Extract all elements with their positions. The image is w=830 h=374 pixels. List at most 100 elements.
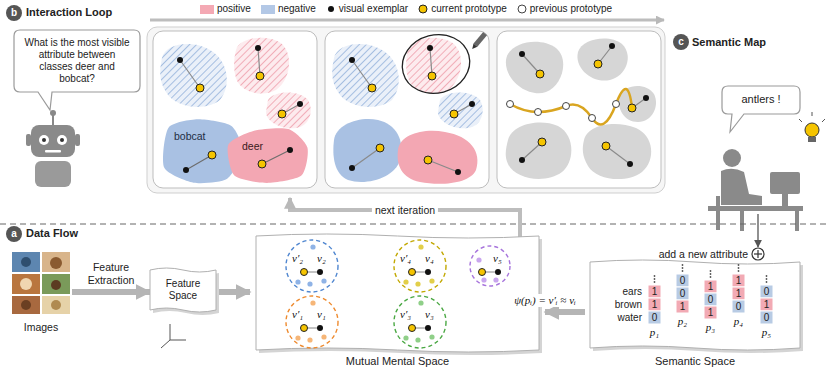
user-at-desk <box>716 196 720 230</box>
ellipsis-dots <box>654 278 656 280</box>
current-prototype <box>428 72 436 80</box>
lightbulb-icon <box>799 119 802 122</box>
embedding-point <box>481 277 486 282</box>
feature-space-sheet: Feature Space <box>150 266 216 314</box>
matrix-value: 1 <box>652 300 658 310</box>
ellipsis-dots <box>710 276 712 278</box>
photo-subject <box>21 300 31 310</box>
hatched-region <box>438 93 483 129</box>
matrix-value: 0 <box>652 313 658 323</box>
embedding-point <box>295 279 300 284</box>
loop-arrow <box>290 198 520 238</box>
section-badge: a <box>6 226 22 242</box>
visual-exemplar <box>317 325 323 331</box>
visual-exemplar <box>349 165 355 171</box>
math-symbol: p₁ <box>650 326 659 339</box>
loop-panel <box>325 31 489 188</box>
embedding-point <box>418 300 423 305</box>
user-at-desk <box>723 149 741 167</box>
embedding-point <box>418 244 423 249</box>
legend-text: current prototype <box>431 3 507 15</box>
loop-panel <box>147 27 665 193</box>
visual-exemplar <box>519 157 525 163</box>
current-prototype <box>256 72 264 80</box>
add-symbol <box>757 250 758 258</box>
attribute-name: brown <box>615 299 642 311</box>
math-symbol: v₄ <box>425 252 434 265</box>
section-title: Data Flow <box>26 227 78 240</box>
node-text: bobcat <box>174 130 206 143</box>
decor-group <box>648 264 773 324</box>
edge-label: ψ(pᵢ) = v′ᵢ ≈ vᵢ <box>512 294 578 307</box>
legend-symbol <box>518 5 526 13</box>
embedding-point <box>415 337 420 342</box>
current-prototype <box>450 110 458 118</box>
loop-panel <box>497 31 661 188</box>
embedding-point <box>295 335 300 340</box>
class-region-shape <box>224 128 310 184</box>
embedding-point <box>310 300 315 305</box>
node-text: Mutual Mental Space <box>346 355 449 368</box>
pencil-icon <box>470 43 477 50</box>
matrix-value: 0 <box>708 295 714 305</box>
add-symbol <box>752 248 764 260</box>
embedding-point <box>476 257 481 262</box>
previous-prototype <box>563 103 570 110</box>
visual-exemplar <box>317 269 323 275</box>
embedding-point <box>310 244 315 249</box>
prototype-link <box>352 148 380 168</box>
ellipsis-dots <box>710 270 712 272</box>
decor-group <box>286 240 510 348</box>
visual-exemplar <box>519 51 525 57</box>
current-prototype <box>602 142 610 150</box>
robot-icon <box>31 125 75 157</box>
add-attribute-arrow <box>758 214 759 247</box>
legend-swatch <box>200 5 214 14</box>
axes-icon <box>161 324 186 348</box>
cluster-outline <box>394 240 446 292</box>
matrix-cell <box>704 293 717 306</box>
node-text: Feature Space <box>156 278 210 302</box>
current-prototype <box>536 70 544 78</box>
current-prototype <box>196 60 636 164</box>
user-at-desk <box>708 149 803 231</box>
ellipsis-dots <box>710 273 712 275</box>
ellipsis-dots <box>766 275 768 277</box>
visual-exemplar <box>183 167 189 173</box>
lightbulb-icon <box>822 119 825 122</box>
embedding-point <box>493 277 498 282</box>
previous-prototype <box>507 101 514 108</box>
legend-symbol <box>328 6 334 12</box>
embedding-point <box>403 335 408 340</box>
node-text: Images <box>24 321 58 334</box>
photo-subject <box>20 278 32 290</box>
matrix-cell <box>732 287 745 300</box>
lightbulb-icon <box>805 123 819 137</box>
embedding-point <box>429 334 434 339</box>
matrix-value: 1 <box>764 300 770 310</box>
current-prototype <box>278 110 286 118</box>
legend-swatch <box>261 5 275 14</box>
section-title: Interaction Loop <box>26 6 112 19</box>
progress-arrow <box>150 20 664 21</box>
edit-loop <box>396 27 477 101</box>
prototype-link <box>352 60 372 88</box>
matrix-cell <box>676 287 689 300</box>
legend-text: positive <box>217 3 251 15</box>
matrix-value: 1 <box>652 287 658 297</box>
photo-thumbnail <box>12 252 40 272</box>
semantic-space-sheet <box>590 260 800 350</box>
math-symbol: v′₁ <box>292 308 303 321</box>
visual-exemplar <box>609 43 615 49</box>
visual-exemplar <box>177 57 183 63</box>
axes-icon <box>170 340 186 341</box>
lightbulb-icon <box>812 112 813 116</box>
robot-icon <box>50 110 56 116</box>
flow-arrow <box>545 309 585 315</box>
current-prototype <box>538 138 546 146</box>
current-prototype <box>376 144 384 152</box>
section-divider <box>0 224 830 225</box>
embedding-point <box>307 281 312 286</box>
decor-group <box>183 147 293 173</box>
robot-icon <box>45 150 61 153</box>
